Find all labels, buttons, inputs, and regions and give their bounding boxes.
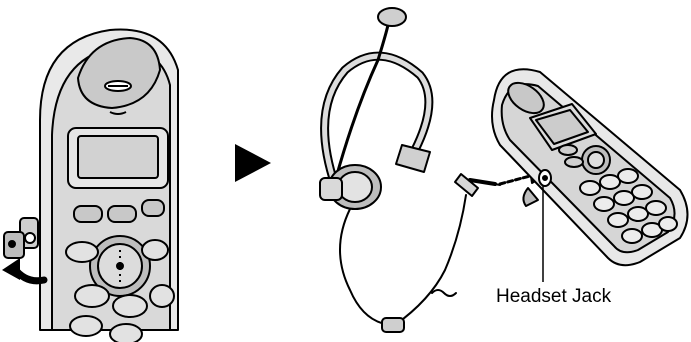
headset [320,8,545,332]
right-triangle-arrow-icon [235,144,271,182]
handset-right [492,69,688,265]
handset-left [4,30,178,342]
curved-arrow-icon [2,258,44,281]
headset-jack-label: Headset Jack [496,286,611,308]
